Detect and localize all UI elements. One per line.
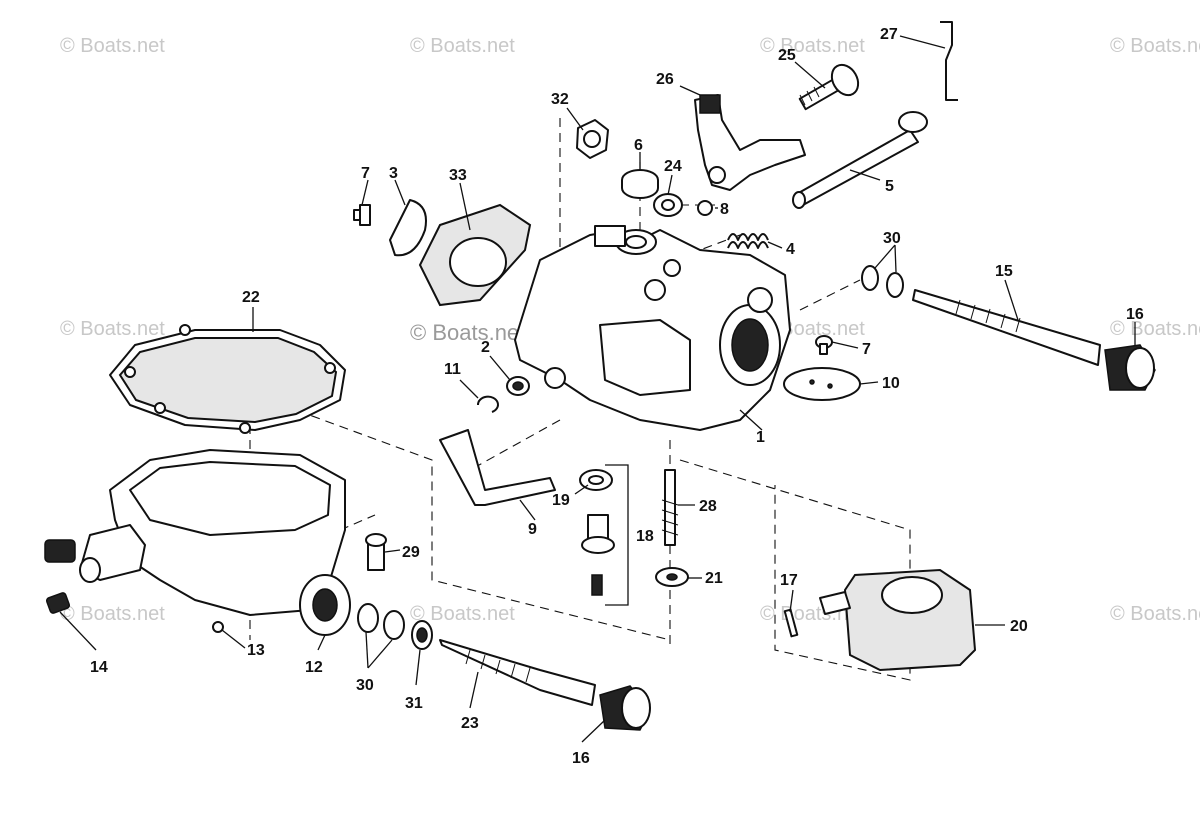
callout-18: 18 <box>636 528 654 545</box>
callouts: 27 25 26 32 6 24 8 7 3 33 5 4 30 15 16 7… <box>90 26 1144 767</box>
watermark: © Boats.net <box>60 603 165 625</box>
part-3-plate <box>389 199 427 257</box>
part-8-ball <box>697 200 713 216</box>
watermark: © Boats.net <box>410 320 525 345</box>
callout-10: 10 <box>882 375 900 392</box>
callout-24: 24 <box>664 158 682 175</box>
part-7-screw-left <box>353 204 371 226</box>
callout-4: 4 <box>786 241 795 258</box>
watermark: © Boats.net <box>410 35 515 57</box>
part-22-gasket <box>109 324 346 434</box>
part-14-plug <box>45 592 71 614</box>
callout-25: 25 <box>778 47 796 64</box>
callout-29: 29 <box>402 544 420 561</box>
callout-26: 26 <box>656 71 674 88</box>
part-33-gasket <box>418 203 532 307</box>
part-1-carb-body <box>514 225 791 431</box>
watermark: © Boats.net <box>760 35 865 57</box>
callout-7-left: 7 <box>361 165 370 182</box>
callout-8: 8 <box>720 201 729 218</box>
callout-22: 22 <box>242 289 260 306</box>
part-20-float <box>819 568 977 672</box>
part-2-washer <box>506 376 530 396</box>
callout-14: 14 <box>90 659 108 676</box>
part-18-valve-seat <box>581 464 629 606</box>
watermark: © Boats.net <box>60 35 165 57</box>
callout-30-bottom: 30 <box>356 677 374 694</box>
part-23-needle <box>439 639 596 706</box>
part-6-plug <box>621 169 659 199</box>
part-32-nut <box>576 119 609 159</box>
watermark: © Boats.net <box>60 318 165 340</box>
callout-5: 5 <box>885 178 894 195</box>
part-30-washers-right <box>861 265 904 298</box>
part-25-screw <box>798 63 860 111</box>
part-31-washer <box>411 620 433 650</box>
callout-3: 3 <box>389 165 398 182</box>
callout-16-right: 16 <box>1126 306 1144 323</box>
callout-19: 19 <box>552 492 570 509</box>
callout-32: 32 <box>551 91 569 108</box>
part-11-clip <box>476 395 499 413</box>
part-10-disc <box>783 367 861 401</box>
part-24-washer <box>653 193 683 217</box>
callout-20: 20 <box>1010 618 1028 635</box>
part-26-lever <box>694 94 806 191</box>
callout-7-right: 7 <box>862 341 871 358</box>
part-27-rod <box>940 21 958 101</box>
part-5-shaft <box>792 111 928 209</box>
callout-30-right: 30 <box>883 230 901 247</box>
watermark: © Boats.net <box>1110 35 1200 57</box>
callout-33: 33 <box>449 167 467 184</box>
part-7-screw-right <box>815 335 833 355</box>
part-30-washers-bottom <box>357 603 405 640</box>
callout-15: 15 <box>995 263 1013 280</box>
part-17-pin <box>783 608 799 638</box>
callout-9: 9 <box>528 521 537 538</box>
callout-2: 2 <box>481 339 490 356</box>
callout-27: 27 <box>880 26 898 43</box>
watermark: © Boats.net <box>1110 318 1200 340</box>
part-16-plug-right <box>1104 344 1156 391</box>
watermark: © Boats.net <box>1110 603 1200 625</box>
callout-28: 28 <box>699 498 717 515</box>
callout-13: 13 <box>247 642 265 659</box>
part-12-float-bowl <box>44 449 351 636</box>
callout-21: 21 <box>705 570 723 587</box>
leader-lines <box>59 35 1136 743</box>
callout-11: 11 <box>444 361 461 378</box>
callout-16-bottom: 16 <box>572 750 590 767</box>
part-28-pin <box>661 469 679 546</box>
watermark: © Boats.net <box>410 603 515 625</box>
callout-6: 6 <box>634 137 643 154</box>
part-16-plug-bottom <box>599 685 651 731</box>
part-13-ball <box>212 621 224 633</box>
callout-12: 12 <box>305 659 323 676</box>
part-21-washer <box>655 567 689 587</box>
callout-31: 31 <box>405 695 423 712</box>
part-4-spring <box>727 233 769 249</box>
callout-17: 17 <box>780 572 798 589</box>
callout-23: 23 <box>461 715 479 732</box>
part-9-link <box>439 429 556 506</box>
callout-1: 1 <box>756 429 765 446</box>
part-15-needle <box>912 289 1101 366</box>
part-29-screw <box>365 533 387 571</box>
